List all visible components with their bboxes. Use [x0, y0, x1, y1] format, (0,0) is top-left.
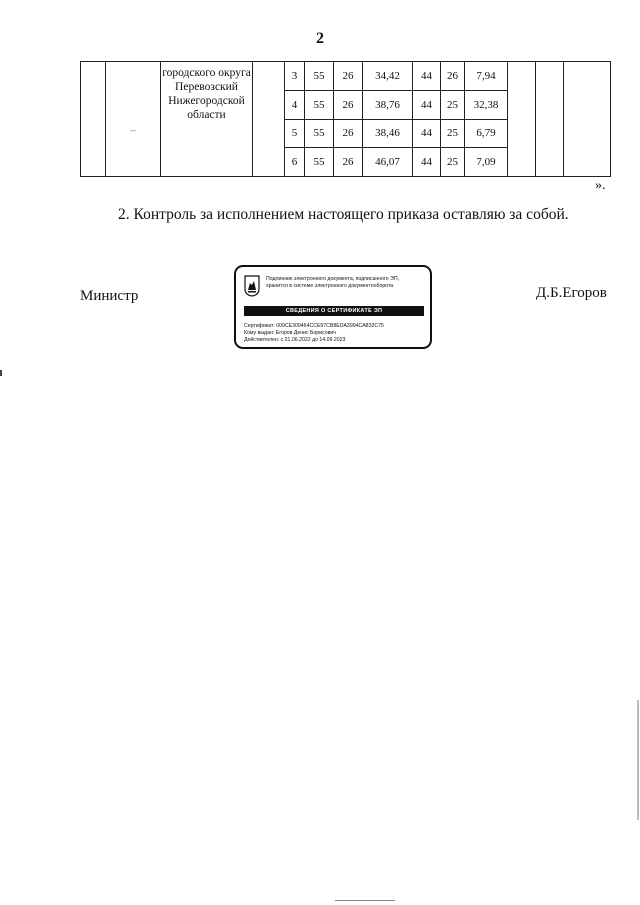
scan-artifact	[637, 700, 639, 820]
data-table: -- городского округа Перевозский Нижегор…	[80, 61, 611, 177]
table-row: 4 55 26 38,76 44 25 32,38	[81, 89, 611, 120]
table-cell: 6,79	[464, 118, 508, 149]
table-cell: 38,46	[362, 118, 413, 149]
table-cell: 26	[333, 89, 363, 120]
table-cell-empty	[80, 61, 106, 177]
table-cell: 26	[440, 61, 465, 91]
table-row: 5 55 26 38,46 44 25 6,79	[81, 118, 611, 149]
coat-of-arms-icon	[244, 275, 260, 297]
table-cell: 26	[333, 118, 363, 149]
electronic-signature-stamp: Подлинник электронного документа, подпис…	[234, 265, 432, 349]
district-line: городского округа	[162, 67, 251, 79]
district-line: области	[187, 109, 226, 121]
certificate-label: Сертификат:	[244, 323, 275, 329]
table-row: -- городского округа Перевозский Нижегор…	[80, 61, 611, 177]
stamp-header-line: Подлинник электронного документа, подпис…	[266, 276, 400, 282]
certificate-value: 009CE309464CCE97CB8EDA3994CA832C75	[276, 323, 384, 329]
stamp-header-line: хранится в системе электронного документ…	[266, 282, 394, 289]
table-cell: 44	[412, 147, 441, 177]
table-cell-empty	[563, 61, 611, 177]
validity-value: с 21.06.2022 до 14.09.2023	[280, 337, 346, 343]
table-cell: 4	[284, 89, 305, 120]
table-cell: 3	[284, 61, 305, 91]
owner-value: Егоров Денис Борисович	[275, 330, 336, 336]
table-cell: 25	[440, 147, 465, 177]
table-cell-empty	[535, 61, 564, 177]
table-cell: 55	[304, 61, 334, 91]
table-cell-empty	[252, 61, 285, 177]
scan-artifact	[0, 370, 2, 376]
faint-mark: --	[130, 124, 136, 135]
table-cell: 7,09	[464, 147, 508, 177]
table-cell: 25	[440, 118, 465, 149]
page-number: 2	[316, 30, 324, 47]
table-cell: 5	[284, 118, 305, 149]
paragraph-control: 2. Контроль за исполнением настоящего пр…	[118, 206, 569, 223]
table-cell: 44	[412, 89, 441, 120]
stamp-title-bar: СВЕДЕНИЯ О СЕРТИФИКАТЕ ЭП	[244, 306, 424, 316]
table-cell: 44	[412, 61, 441, 91]
table-cell: 32,38	[464, 89, 508, 120]
table-cell: 26	[333, 61, 363, 91]
stamp-validity-line: Действителен: с 21.06.2022 до 14.09.2023	[244, 337, 345, 344]
table-cell: 26	[333, 147, 363, 177]
table-cell: 38,76	[362, 89, 413, 120]
closing-quote: ».	[595, 178, 606, 193]
table-cell: 6	[284, 147, 305, 177]
table-cell: 55	[304, 89, 334, 120]
table-cell-empty	[507, 61, 536, 177]
stamp-header: Подлинник электронного документа, подпис…	[266, 276, 428, 289]
table-cell: 25	[440, 89, 465, 120]
owner-label: Кому выдан:	[244, 330, 275, 336]
table-cell: 7,94	[464, 61, 508, 91]
table-cell-mark: --	[105, 61, 161, 177]
district-line: Перевозский	[175, 81, 238, 93]
table-cell: 34,42	[362, 61, 413, 91]
district-cell: городского округа Перевозский Нижегородс…	[160, 61, 253, 177]
scan-artifact	[335, 900, 395, 901]
signatory-name: Д.Б.Егоров	[536, 285, 607, 301]
table-cell: 44	[412, 118, 441, 149]
signatory-title: Министр	[80, 288, 139, 304]
validity-label: Действителен:	[244, 337, 280, 343]
table-cell: 55	[304, 147, 334, 177]
stamp-owner-line: Кому выдан: Егоров Денис Борисович	[244, 330, 336, 337]
table-cell: 46,07	[362, 147, 413, 177]
table-cell: 55	[304, 118, 334, 149]
stamp-certificate-line: Сертификат: 009CE309464CCE97CB8EDA3994CA…	[244, 323, 384, 330]
district-line: Нижегородской	[168, 95, 245, 107]
table-row: 6 55 26 46,07 44 25 7,09	[81, 147, 611, 177]
